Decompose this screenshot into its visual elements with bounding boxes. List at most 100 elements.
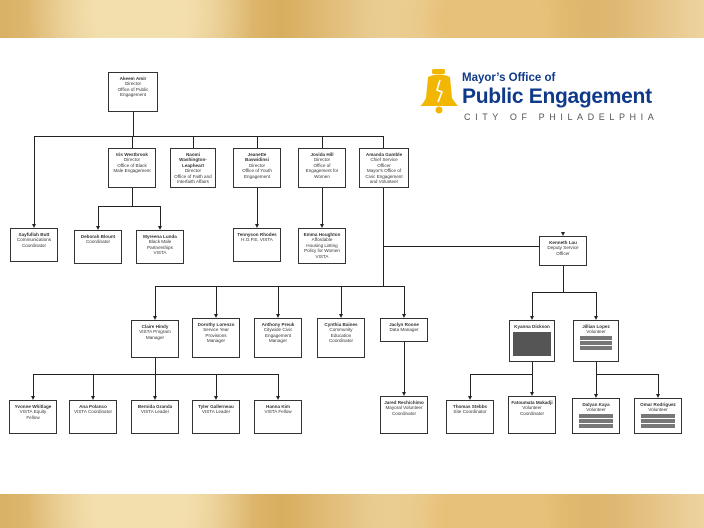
redacted-line [641,413,675,418]
card-lunda: Myreena Lunda Black Male Partnerships VI… [136,230,184,264]
card-butt: Sayfullah Butt Communications Coordinato… [10,228,58,262]
card-gallerneau: Tyler Gallerneau VISTA Leader [192,400,240,434]
card-preuk: Anthony Preuk Citywide Civic Engagement … [254,318,302,358]
title: Coordinator [85,239,110,245]
redacted-line [579,423,613,428]
title: Black Male Partnerships VISTA [147,239,173,256]
title: Mayoral Volunteer Coordinator [385,405,423,416]
card-kim: Hanna Kim VISTA Fellow [254,400,302,434]
title: Director Office of Youth Engagement [242,162,272,179]
card-westbrook: Iris Westbrook Director Office of Black … [108,148,156,188]
name: Iris Westbrook [116,152,148,157]
card-rodriguez: Omar Rodriguez Volunteer [634,398,682,434]
name: Deborah Blount [80,234,116,239]
card-roone: Jaclyn Roone Data Manager [380,318,428,342]
card-blount: Deborah Blount Coordinator [74,230,122,264]
title: Director Office of Public Engagement [117,81,149,98]
name: Emma Houghton [303,232,341,237]
card-lau: Kenneth Lau Deputy Service Officer [539,236,587,266]
name: Jovida Hill [310,152,334,157]
title: VISTA Leader [140,409,170,415]
card-kaya: Dalyan Kaya Volunteer [572,398,620,434]
name: Omar Rodriguez [640,402,676,407]
card-washington: Naomi Washington-Leapheart Director Offi… [170,148,216,188]
redacted-line [641,418,675,423]
name: Dalyan Kaya [582,402,610,407]
title: Deputy Service Officer [547,245,579,256]
logo-line-2: Public Engagement [462,85,652,108]
name: Jillian Lopez [582,324,610,329]
card-houghton: Emma Houghton Affordable Housing Listing… [298,228,346,264]
liberty-bell-icon [420,69,458,114]
name: Tyler Gallerneau [198,404,234,409]
title: VISTA Program Manager [139,329,171,340]
redacted-line [580,335,612,340]
name: Sayfullah Butt [18,232,50,237]
title: Chief Service Officer Mayor's Office of … [365,157,403,185]
name: Cynthia Baines [324,322,358,327]
name: Thomas Stebbs [452,404,488,409]
name: Jaclyn Roone [389,322,419,327]
name: Hanna Kim [266,404,290,409]
card-jovida: Jovida Hill Director Office of Engagemen… [298,148,346,188]
redacted-line [641,423,675,428]
title: Director Office of Black Male Engagement [113,157,151,174]
name: Anthony Preuk [261,322,295,327]
card-hindy: Claire Hindy VISTA Program Manager [131,320,179,358]
logo-line-1: Mayor’s Office of [462,72,556,84]
card-whitlage: Yvonne Whitlage VISTA Equity Fellow [9,400,57,434]
name: Bernida Granda [137,404,173,409]
logo-line-3: CITY OF PHILADELPHIA [464,112,659,122]
redacted-line [579,418,613,423]
name: Ana Polanco [79,404,107,409]
decorative-bottom-band [0,494,704,528]
card-lorenzo: Dorothy Lorenzo Service Year Provisions … [192,318,240,358]
card-polanco: Ana Polanco VISTA Coordinator [69,400,117,434]
card-dickson: Kyanna Dickson [509,320,555,362]
card-jeanette: Jeanette Bavwidinsi Director Office of Y… [233,148,281,188]
title: Volunteer [648,407,668,413]
title: VISTA Leader [201,409,231,415]
name: Amanda Gamble [365,152,403,157]
title: Community Education Coordinator [328,327,353,344]
name: Claire Hindy [141,324,169,329]
decorative-top-band [0,0,704,38]
redacted-line [580,345,612,350]
card-makadji: Fatoumata Makadji Volunteer Coordinator [508,396,556,434]
name: Yvonne Whitlage [14,404,52,409]
name: Tennyson Rhodes [237,232,277,237]
card-rhodes: Tennyson Rhodes H.O.P.E. VISTA [233,228,281,262]
card-granda: Bernida Granda VISTA Leader [131,400,179,434]
title: Volunteer [586,329,606,335]
name: Kenneth Lau [549,240,577,245]
title: Citywide Civic Engagement Manager [263,327,293,344]
card-director: Akeem Amir Director Office of Public Eng… [108,72,158,112]
card-rechichimo: Jared Rechichimo Mayoral Volunteer Coord… [380,396,428,434]
name: Naomi Washington-Leapheart [179,152,207,168]
name: Jeanette Bavwidinsi [245,152,269,163]
redacted-line [579,413,613,418]
title: Site Coordinator [453,409,487,415]
name: Kyanna Dickson [514,324,550,329]
title: Director Office of Faith and Interfaith … [174,168,212,185]
title: VISTA Fellow [264,409,292,415]
card-lopez: Jillian Lopez Volunteer [573,320,619,362]
name: Fatoumata Makadji [511,400,553,405]
title: Service Year Provisions Manager [203,327,229,344]
office-logo: Mayor’s Office of Public Engagement CITY… [418,68,698,128]
card-gamble: Amanda Gamble Chief Service Officer Mayo… [359,148,409,188]
title: Data Manager [389,327,419,333]
title: Volunteer [586,407,606,413]
title: Director Office of Engagement for Women [305,157,339,179]
redacted-block [513,332,551,357]
name: Dorothy Lorenzo [197,322,235,327]
title: VISTA Equity Fellow [19,409,47,420]
redacted-line [580,340,612,345]
title: H.O.P.E. VISTA [241,237,273,243]
card-baines: Cynthia Baines Community Education Coord… [317,318,365,358]
title: Affordable Housing Listing Policy for Wo… [304,237,340,259]
title: Communications Coordinator [16,237,52,248]
name: Jared Rechichimo [384,400,424,405]
title: Volunteer Coordinator [519,405,544,416]
card-stebbs: Thomas Stebbs Site Coordinator [446,400,494,434]
